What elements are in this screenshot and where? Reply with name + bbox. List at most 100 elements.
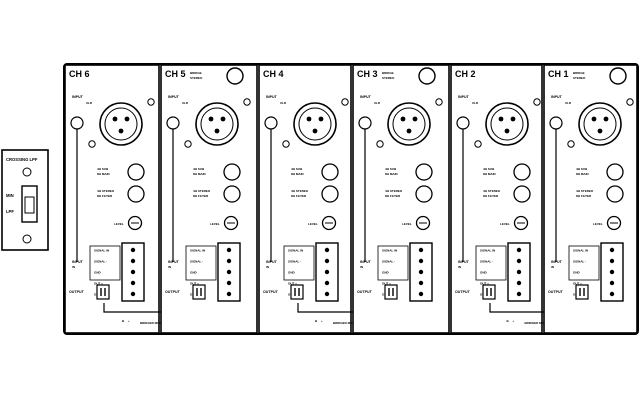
led1-label-b: 8Ω MAIN [291, 172, 304, 176]
xlr-pin-icon [412, 116, 418, 122]
bridge-mark-b: + [321, 319, 323, 323]
indicator-led [513, 163, 531, 181]
xlr-inner-ring [392, 107, 426, 141]
xlr-pin-icon [124, 116, 130, 122]
terminal-label: SIGNAL IN [94, 249, 109, 253]
indicator-led [415, 185, 433, 203]
terminal-screw-icon [609, 258, 615, 264]
input-term-label: INPUT [266, 260, 278, 264]
crossing-lpf-panel: CROSSING LPF MIN LPF [1, 149, 49, 251]
bridge-mark-b: + [513, 319, 515, 323]
mode-switch-button[interactable] [609, 67, 627, 85]
small-jack-icon [70, 116, 84, 130]
input-label: INPUT [168, 95, 180, 99]
terminal-label: OUT + [190, 282, 199, 286]
level-label: LEVEL [593, 222, 603, 226]
bridge-mark-a: B [507, 319, 510, 323]
terminal-screw-icon [324, 291, 330, 297]
terminal-screw-icon [226, 291, 232, 297]
terminal-label: SIGNAL - [480, 260, 493, 264]
indicator-led [127, 185, 145, 203]
terminal-screw-icon [130, 291, 136, 297]
rack-frame [63, 63, 639, 335]
terminal-label: OUT + [94, 282, 103, 286]
terminal-screw-icon [418, 247, 424, 253]
output-label: OUTPUT [357, 290, 373, 294]
terminal-screw-icon [609, 247, 615, 253]
terminal-screw-icon [418, 280, 424, 286]
terminal-screw-icon [324, 247, 330, 253]
screw-icon [282, 140, 290, 148]
screw-icon [567, 140, 575, 148]
terminal-label: SIGNAL IN [480, 249, 495, 253]
led2-label-b: 8Ω FILTER [385, 194, 401, 198]
input-sub-label: XLR [280, 101, 287, 105]
terminal-screw-icon [226, 269, 232, 275]
bridged-mode-label: BRIDGED MODE [525, 321, 549, 325]
crossing-panel-title: CROSSING LPF [6, 157, 38, 162]
terminal-label: SIGNAL - [573, 260, 586, 264]
small-jack-icon [549, 116, 563, 130]
xlr-pin-icon [112, 116, 118, 122]
led2-label-b: 8Ω FILTER [576, 194, 592, 198]
led2-label-a: 4Ω STEREO [385, 189, 403, 193]
terminal-label: SIGNAL IN [382, 249, 397, 253]
xlr-pin-icon [312, 128, 318, 134]
input-term-sub-label: IN [72, 265, 75, 269]
terminal-screw-icon [324, 258, 330, 264]
terminal-label: GND [94, 271, 102, 275]
xlr-inner-ring [490, 107, 524, 141]
terminal-label: GND [382, 271, 390, 275]
mode-switch-button[interactable] [226, 67, 244, 85]
channel-label: CH 5 [165, 69, 186, 79]
terminal-label: SIGNAL IN [190, 249, 205, 253]
channel-label: CH 1 [548, 69, 569, 79]
xlr-pin-icon [400, 116, 406, 122]
switch-top-label: BRIDGE [190, 71, 202, 75]
terminal-screw-icon [418, 269, 424, 275]
led1-label-a: 4Ω SUB [97, 167, 109, 171]
screw-icon [341, 98, 349, 106]
switch-top-label: BRIDGE [573, 71, 585, 75]
input-sub-label: XLR [182, 101, 189, 105]
screw-icon [243, 98, 251, 106]
xlr-inner-ring [298, 107, 332, 141]
input-term-label: INPUT [72, 260, 84, 264]
small-jack-icon [264, 116, 278, 130]
indicator-led [513, 185, 531, 203]
screw-icon [147, 98, 155, 106]
terminal-screw-icon [516, 280, 522, 286]
switch-bottom-label: STEREO [190, 76, 203, 80]
input-sub-label: XLR [86, 101, 93, 105]
terminal-label: SIGNAL - [382, 260, 395, 264]
led2-label-a: 4Ω STEREO [193, 189, 211, 193]
input-label: INPUT [458, 95, 470, 99]
terminal-screw-icon [130, 280, 136, 286]
mode-switch-button[interactable] [418, 67, 436, 85]
xlr-pin-icon [603, 116, 609, 122]
terminal-screw-icon [418, 291, 424, 297]
input-sub-label: XLR [374, 101, 381, 105]
indicator-led [321, 163, 339, 181]
input-label: INPUT [360, 95, 372, 99]
input-term-label: INPUT [458, 260, 470, 264]
terminal-label: SIGNAL - [288, 260, 301, 264]
level-label: LEVEL [402, 222, 412, 226]
input-term-sub-label: IN [266, 265, 269, 269]
indicator-led [223, 185, 241, 203]
led1-label-a: 4Ω SUB [483, 167, 495, 171]
led2-label-b: 8Ω FILTER [97, 194, 113, 198]
terminal-screw-icon [130, 269, 136, 275]
output-label: OUTPUT [548, 290, 564, 294]
output-connector [192, 284, 206, 300]
screw-icon [626, 98, 634, 106]
bridged-mode-label: BRIDGED MODE [140, 321, 164, 325]
terminal-screw-icon [324, 280, 330, 286]
output-connector [384, 284, 398, 300]
led2-label-a: 4Ω STEREO [291, 189, 309, 193]
xlr-pin-icon [220, 116, 226, 122]
terminal-label: OUT + [382, 282, 391, 286]
bridge-mark-a: B [315, 319, 318, 323]
